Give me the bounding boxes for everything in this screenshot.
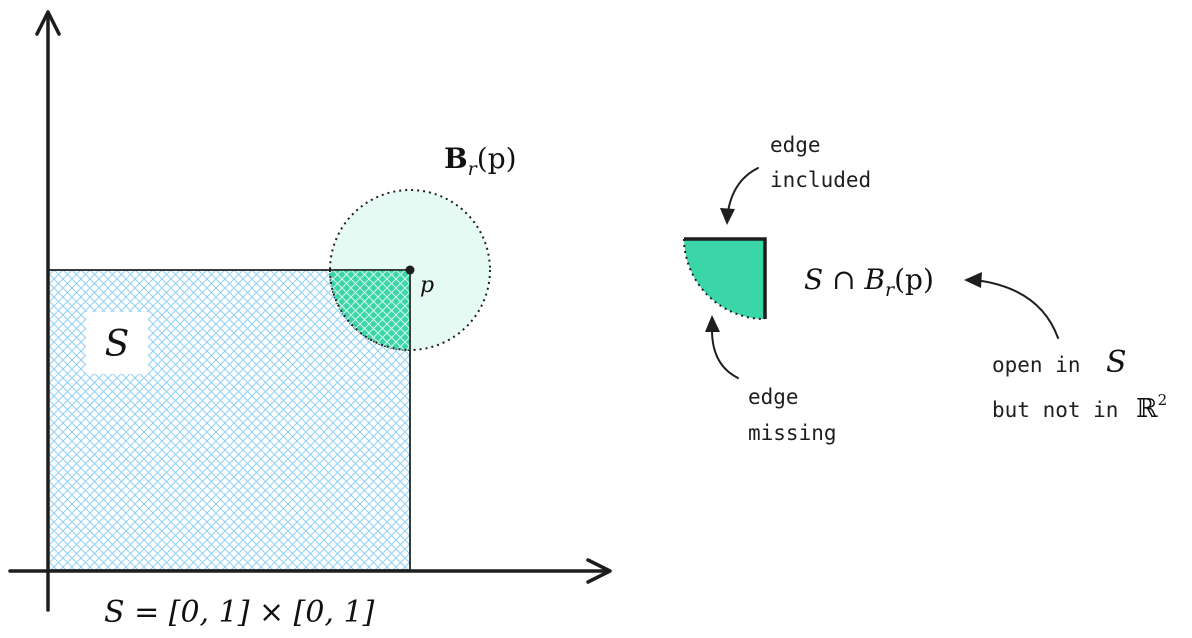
set-label-box	[86, 312, 148, 374]
point-label: p	[420, 273, 434, 298]
intersection-shape-arc	[683, 238, 766, 320]
set-definition: S = [0, 1] × [0, 1]	[104, 595, 375, 630]
open-note-line2: but not in	[992, 398, 1118, 422]
edge-missing-note-line2: missing	[748, 421, 837, 445]
edge-included-note-line2: included	[770, 168, 871, 192]
intersection-region	[330, 270, 410, 350]
edge-included-note: edge	[770, 133, 821, 157]
open-note-line1: open in	[992, 353, 1081, 377]
edge-missing-arrow	[711, 329, 739, 379]
y-axis-arrowhead	[35, 10, 61, 36]
edge-included-arrowhead	[720, 208, 735, 225]
intersection-shape-fill	[684, 239, 765, 319]
open-note-arrowhead	[964, 272, 982, 288]
open-note-line1-math: S	[1106, 345, 1127, 380]
point-p	[405, 265, 415, 275]
open-note-line2-math: ℝ2	[1136, 391, 1167, 424]
open-note-arrow	[974, 279, 1059, 339]
set-label: S	[105, 324, 130, 365]
edge-missing-arrowhead	[705, 315, 720, 332]
edge-missing-note: edge	[748, 385, 799, 409]
x-axis-arrowhead	[586, 558, 612, 584]
ball-label: Br(p)	[444, 142, 517, 180]
intersection-label: S ∩ Br(p)	[804, 263, 934, 301]
intersection-shape-edges	[684, 237, 767, 319]
intersection-arc-dotted	[329, 269, 411, 351]
